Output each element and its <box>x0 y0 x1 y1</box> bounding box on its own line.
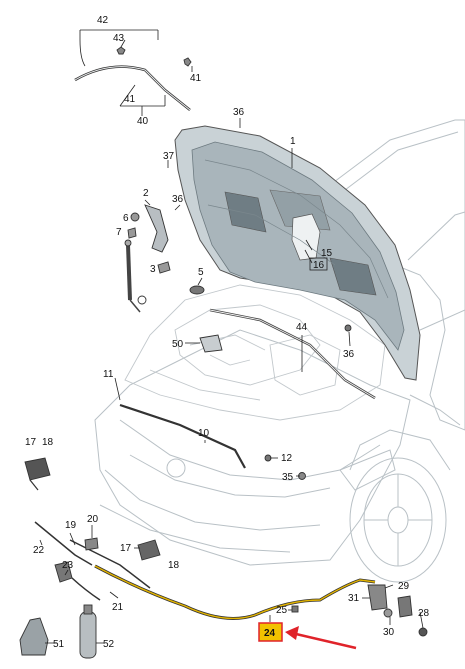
callout-42: 42 <box>97 15 109 26</box>
callout-36-lower: 36 <box>343 349 355 360</box>
part-hood-seal <box>209 308 376 400</box>
callout-17-right: 17 <box>120 543 132 554</box>
car-body-outline <box>94 119 465 583</box>
callout-15: 15 <box>321 248 333 259</box>
part-windshield-trim-strip <box>74 46 192 111</box>
part-hood-gas-strut <box>124 239 147 313</box>
callout-24-highlighted: 24 <box>264 628 276 639</box>
callout-31: 31 <box>348 593 360 604</box>
callout-19: 19 <box>65 520 77 531</box>
highlight-box <box>258 622 283 642</box>
callout-18-left: 18 <box>42 437 54 448</box>
callout-6: 6 <box>123 213 129 224</box>
callout-40: 40 <box>137 116 149 127</box>
callout-41-bottom: 41 <box>124 94 136 105</box>
callout-11: 11 <box>103 369 114 380</box>
callout-41-top: 41 <box>190 73 202 84</box>
callout-36-mid: 36 <box>172 194 184 205</box>
callout-22: 22 <box>33 545 45 556</box>
callout-43: 43 <box>113 33 125 44</box>
callout-30: 30 <box>383 627 395 638</box>
callout-51: 51 <box>53 639 65 650</box>
callout-44: 44 <box>296 322 308 333</box>
callout-37: 37 <box>163 151 175 162</box>
leader-lines <box>39 29 424 644</box>
callout-16-frame <box>309 257 328 271</box>
callout-23: 23 <box>62 560 74 571</box>
part-hood-lock <box>199 334 223 353</box>
callout-17-left: 17 <box>25 437 37 448</box>
callout-18-right: 18 <box>168 560 180 571</box>
part-cable-clip <box>291 605 299 613</box>
callout-50: 50 <box>172 339 184 350</box>
callout-12: 12 <box>281 453 293 464</box>
callout-52: 52 <box>103 639 115 650</box>
part-hood-hinge <box>127 204 171 274</box>
part-rubber-buffer <box>189 285 205 295</box>
callout-25: 25 <box>276 605 288 616</box>
highlight-arrow-head <box>285 626 299 640</box>
callout-16: 16 <box>313 260 325 271</box>
callout-10: 10 <box>198 428 210 439</box>
highlight-marker <box>258 622 357 650</box>
callout-5: 5 <box>198 267 204 278</box>
callout-21: 21 <box>112 602 124 613</box>
part-release-cable-highlighted <box>94 564 376 620</box>
part-lock-mechanism <box>367 584 428 637</box>
callout-36-top: 36 <box>233 107 245 118</box>
callout-labels: 42 43 41 41 40 36 1 37 2 36 6 7 15 16 3 … <box>25 15 430 650</box>
part-release-lever-assembly <box>34 521 151 601</box>
part-support-rod <box>119 403 246 469</box>
callout-35: 35 <box>282 472 294 483</box>
part-clips <box>264 324 352 480</box>
callout-28: 28 <box>418 608 430 619</box>
callout-7: 7 <box>116 227 122 238</box>
callout-3: 3 <box>150 264 156 275</box>
callout-29: 29 <box>398 581 410 592</box>
part-hood-contact-switch <box>24 457 161 561</box>
callout-20: 20 <box>87 514 99 525</box>
part-lubricant-and-cleaner <box>19 604 97 659</box>
hood-panel <box>174 125 421 381</box>
callout-1: 1 <box>290 136 296 147</box>
callout-2: 2 <box>143 188 149 199</box>
highlight-arrow-shaft <box>295 632 357 650</box>
